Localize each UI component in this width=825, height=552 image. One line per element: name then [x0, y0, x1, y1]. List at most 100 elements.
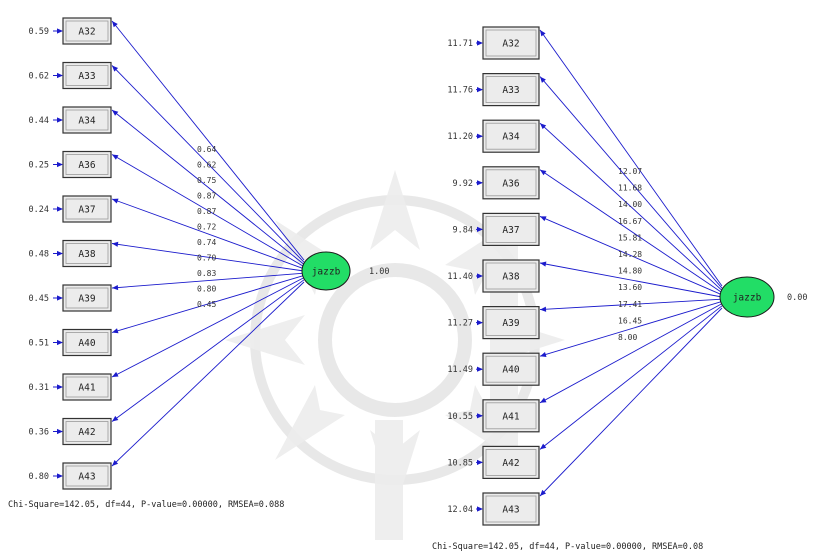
right-error-variance-a33: 11.76 [447, 86, 473, 96]
right-indicator-label-a32: A32 [502, 39, 519, 50]
left-indicator-label-a34: A34 [78, 116, 95, 127]
right-model-t-values: A3211.7112.07A3311.7611.68A3411.2014.00A… [447, 26, 807, 526]
right-error-arrowhead-a38 [477, 273, 483, 279]
right-path-arrowhead-a37 [540, 216, 547, 222]
left-error-variance-a39: 0.45 [29, 294, 49, 304]
left-indicator-box-a41[interactable] [62, 373, 112, 401]
right-latent-node[interactable] [719, 276, 775, 318]
left-indicator-inner-a38 [65, 243, 109, 264]
right-indicator-box-a36[interactable] [482, 166, 540, 200]
right-indicator-label-a39: A39 [502, 318, 519, 329]
left-loading-a40: 0.70 [197, 254, 216, 263]
left-indicator-box-a38[interactable] [62, 239, 112, 268]
left-indicator-box-a32[interactable] [62, 17, 112, 45]
right-path-a36 [539, 169, 723, 293]
left-error-variance-a42: 0.36 [29, 428, 49, 438]
left-path-a41 [111, 277, 305, 378]
left-indicator-label-a33: A33 [78, 71, 95, 82]
left-indicator-box-a33[interactable] [62, 61, 112, 90]
right-indicator-box-a37[interactable] [482, 212, 540, 246]
right-indicator-label-a37: A37 [502, 225, 519, 236]
left-indicator-box-a40[interactable] [62, 328, 112, 357]
right-loading-a39: 14.80 [618, 267, 642, 276]
right-loading-a38: 14.28 [618, 250, 642, 259]
right-path-arrowhead-a41 [540, 397, 547, 403]
right-indicator-inner-a33 [485, 76, 537, 103]
right-indicator-box-a34[interactable] [482, 119, 540, 153]
right-path-a37 [539, 215, 723, 296]
right-indicator-label-a38: A38 [502, 272, 519, 283]
right-indicator-label-a36: A36 [502, 178, 519, 189]
left-indicator-label-a38: A38 [78, 249, 95, 260]
left-loading-a38: 0.72 [197, 223, 216, 232]
left-error-arrowhead-a34 [57, 117, 63, 123]
left-latent-node[interactable] [301, 251, 351, 291]
left-error-arrowhead-a41 [57, 384, 63, 390]
right-path-arrowhead-a38 [540, 261, 547, 267]
left-latent-label: jazzb [312, 267, 341, 278]
right-indicator-box-a42[interactable] [482, 445, 540, 479]
right-error-variance-a36: 9.92 [453, 179, 473, 189]
left-indicator-label-a43: A43 [78, 472, 95, 483]
left-path-a43 [111, 281, 305, 467]
right-indicator-box-a38[interactable] [482, 259, 540, 293]
right-error-arrowhead-a41 [477, 413, 483, 419]
left-loading-a41: 0.83 [197, 269, 216, 278]
left-indicator-label-a40: A40 [78, 338, 95, 349]
right-indicator-inner-a41 [485, 402, 537, 430]
right-error-variance-a37: 9.84 [453, 225, 473, 235]
right-error-arrowhead-a40 [477, 366, 483, 372]
left-path-a33 [111, 65, 305, 263]
right-indicator-inner-a39 [485, 309, 537, 337]
left-error-variance-a34: 0.44 [29, 116, 49, 126]
left-indicator-inner-a40 [65, 332, 109, 353]
right-indicator-box-a43[interactable] [482, 492, 540, 526]
right-indicator-inner-a40 [485, 355, 537, 383]
left-error-arrowhead-a39 [57, 295, 63, 301]
right-indicator-box-a41[interactable] [482, 399, 540, 433]
right-loading-a37: 15.81 [618, 233, 642, 242]
left-indicator-box-a34[interactable] [62, 106, 112, 134]
left-indicator-box-a37[interactable] [62, 195, 112, 223]
left-error-variance-a38: 0.48 [29, 250, 49, 260]
left-indicator-label-a36: A36 [78, 160, 95, 171]
right-path-a34 [539, 122, 723, 291]
left-path-arrowhead-a41 [112, 371, 119, 377]
left-indicator-inner-a43 [65, 465, 109, 487]
right-indicator-label-a34: A34 [502, 132, 519, 143]
left-indicator-inner-a33 [65, 65, 109, 86]
right-loading-a43: 8.00 [618, 333, 637, 342]
left-indicator-box-a42[interactable] [62, 417, 112, 446]
left-error-arrowhead-a33 [57, 72, 63, 79]
left-indicator-label-a41: A41 [78, 383, 95, 394]
left-indicator-box-a39[interactable] [62, 284, 112, 312]
right-indicator-inner-a38 [485, 262, 537, 290]
left-model-standardized: A320.590.64A330.620.62A340.440.75A360.25… [29, 17, 389, 490]
left-path-arrowhead-a38 [112, 241, 119, 247]
right-path-arrowhead-a36 [540, 169, 547, 176]
left-indicator-inner-a32 [65, 20, 109, 42]
left-path-a37 [111, 198, 305, 270]
right-path-a43 [539, 307, 723, 497]
right-error-arrowhead-a34 [477, 133, 483, 139]
right-error-arrowhead-a39 [477, 320, 483, 326]
right-error-variance-a43: 12.04 [447, 505, 473, 515]
left-indicator-label-a37: A37 [78, 205, 95, 216]
right-error-arrowhead-a37 [477, 226, 483, 232]
left-error-variance-a43: 0.80 [29, 472, 49, 482]
left-indicator-inner-a36 [65, 154, 109, 175]
right-path-a33 [539, 76, 723, 289]
left-path-arrowhead-a43 [112, 459, 119, 466]
left-indicator-box-a43[interactable] [62, 462, 112, 490]
right-error-variance-a42: 10.85 [447, 458, 473, 468]
right-indicator-inner-a36 [485, 169, 537, 197]
left-path-a40 [111, 274, 305, 333]
left-loading-a43: 0.45 [197, 300, 216, 309]
right-path-a32 [539, 29, 723, 287]
right-indicator-box-a33[interactable] [482, 72, 540, 107]
left-path-a39 [111, 272, 305, 289]
right-indicator-box-a32[interactable] [482, 26, 540, 60]
right-error-variance-a39: 11.27 [447, 319, 473, 329]
right-loading-a36: 16.67 [618, 217, 642, 226]
